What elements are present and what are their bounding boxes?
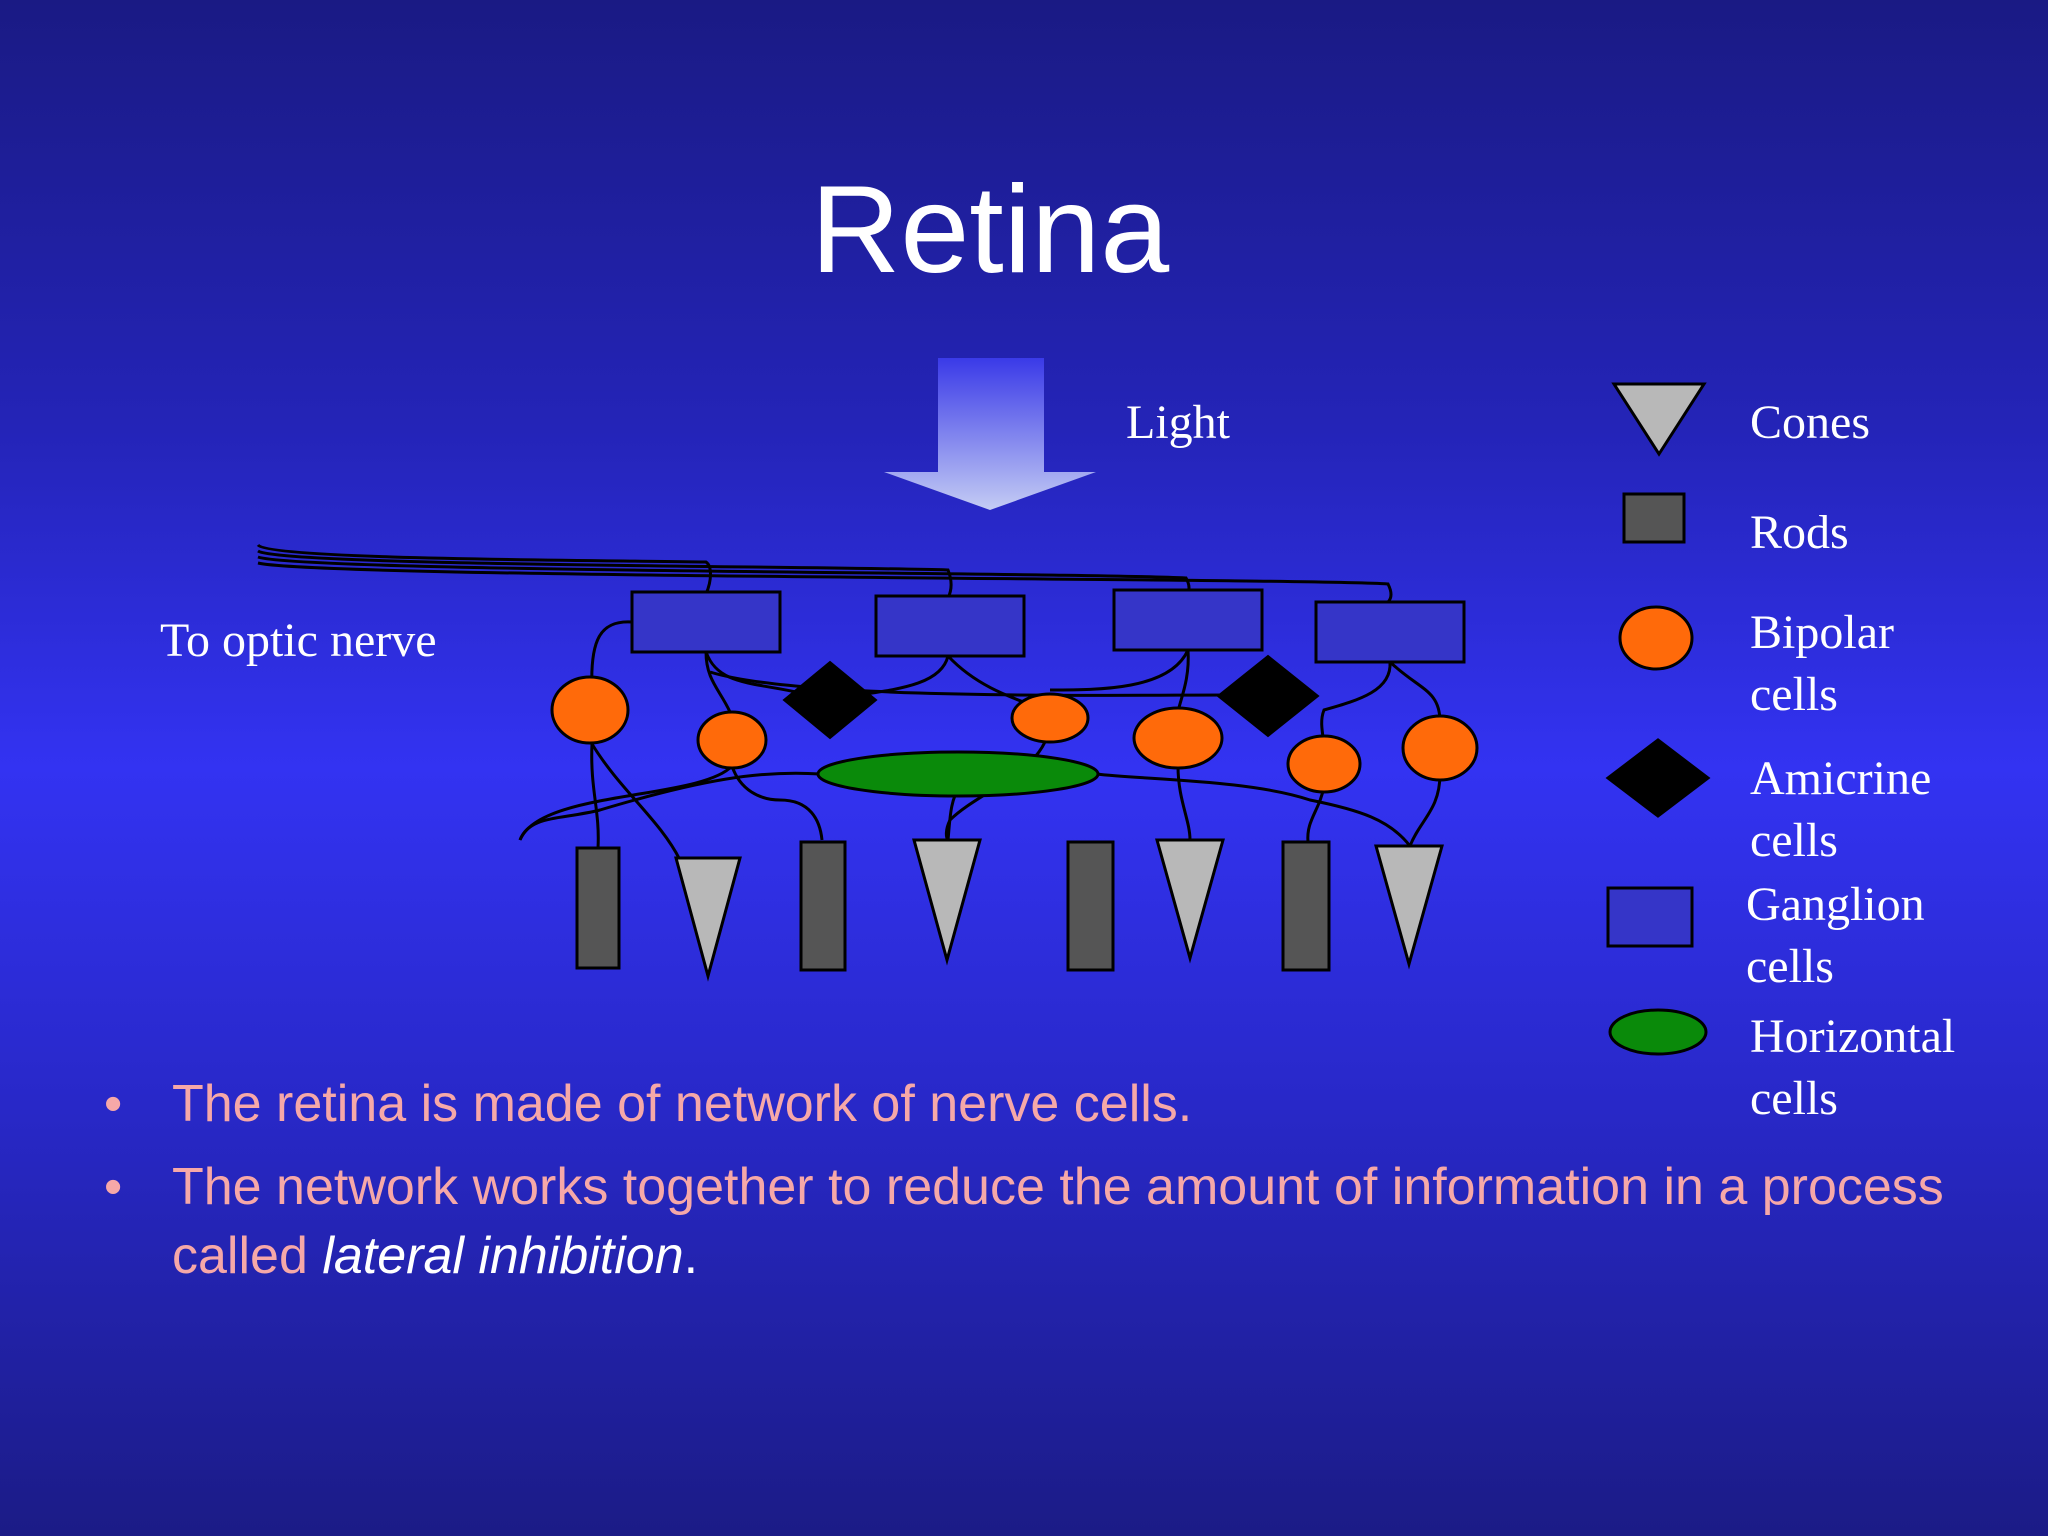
amacrine-cells <box>782 654 1320 740</box>
legend-rod-icon <box>1622 492 1686 544</box>
legend-cone-icon <box>1611 382 1707 457</box>
cone-cell <box>1155 838 1225 964</box>
bipolar-cell <box>696 710 768 770</box>
cone-cell <box>1374 844 1444 970</box>
bullet-item: • The network works together to reduce t… <box>100 1153 1952 1291</box>
amacrine-cell <box>782 660 878 740</box>
legend-symbols <box>1605 382 1711 1056</box>
light-arrow <box>884 358 1096 510</box>
legend-ganglion-icon <box>1606 886 1694 948</box>
amacrine-cell <box>1216 654 1320 738</box>
ganglion-cell <box>874 594 1026 658</box>
cone-cell <box>674 856 742 982</box>
cones <box>674 838 1444 982</box>
bipolar-cells <box>550 675 1479 794</box>
rod-cell <box>575 846 621 970</box>
bipolar-cell <box>1401 714 1479 782</box>
bullet-list: • The retina is made of network of nerve… <box>100 1070 2000 1305</box>
rod-cell <box>1066 840 1115 972</box>
rod-cell <box>799 840 847 972</box>
synaptic-connections <box>518 620 1442 861</box>
optic-nerve-fibers <box>256 543 1393 604</box>
bullet-text: The network works together to reduce the… <box>172 1158 1944 1285</box>
cone-cell <box>912 838 982 966</box>
ganglion-cells <box>630 588 1466 664</box>
rods <box>575 840 1331 972</box>
bullet-italic-term: lateral inhibition <box>322 1227 684 1285</box>
bipolar-cell <box>1132 706 1224 770</box>
legend-label-cones: Cones <box>1750 396 1870 449</box>
bipolar-cell <box>1010 692 1090 744</box>
ganglion-cell <box>630 590 782 654</box>
legend-bipolar-icon <box>1618 605 1694 671</box>
slide-title: Retina <box>810 161 1170 299</box>
bipolar-cell <box>550 675 630 745</box>
bullet-dot-icon: • <box>104 1158 123 1216</box>
light-label: Light <box>1126 396 1231 449</box>
optic-nerve-label: To optic nerve <box>160 614 437 667</box>
legend-label-rods: Rods <box>1750 506 1849 559</box>
legend-amacrine-icon <box>1605 738 1711 818</box>
ganglion-cell <box>1314 600 1466 664</box>
rod-cell <box>1281 840 1331 972</box>
bullet-tail: . <box>683 1227 699 1285</box>
legend-horizontal-icon <box>1608 1008 1708 1056</box>
horizontal-cell <box>816 750 1100 798</box>
bullet-item: • The retina is made of network of nerve… <box>100 1070 2000 1139</box>
bullet-text: The retina is made of network of nerve c… <box>172 1075 1193 1133</box>
bipolar-cell <box>1286 734 1362 794</box>
bullet-dot-icon: • <box>104 1075 123 1133</box>
ganglion-cell <box>1112 588 1264 652</box>
